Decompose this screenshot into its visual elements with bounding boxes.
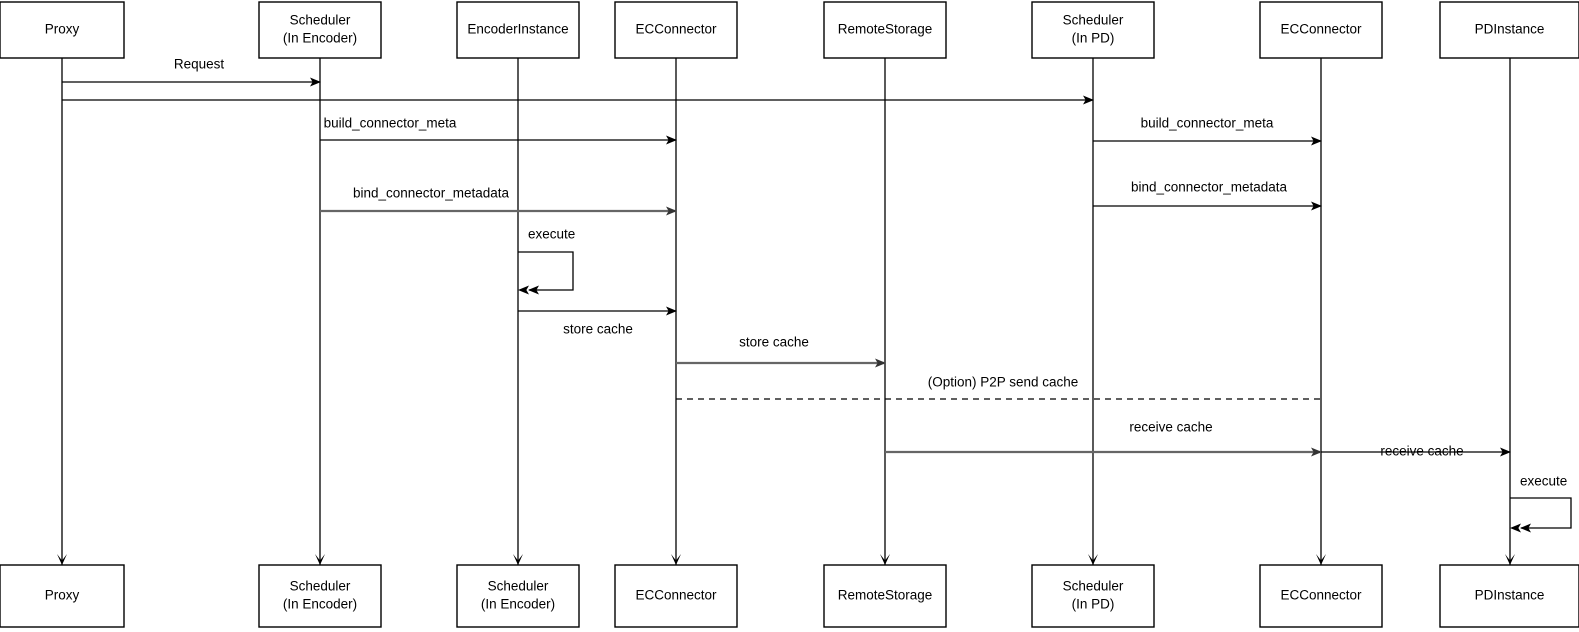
participant-box-bottom-ecconnector_enc[interactable] xyxy=(614,564,738,628)
lifeline-arrowhead-ecconnector_enc xyxy=(671,554,681,565)
message-label-m7: store cache xyxy=(563,322,633,337)
participant-label-top-ecconnector_pd: ECConnector xyxy=(1280,22,1362,37)
participant-box-top-encoder_instance[interactable] xyxy=(456,1,580,59)
participant-box-bottom-scheduler_enc[interactable] xyxy=(258,564,382,628)
participant-box-bottom-ecconnector_pd[interactable] xyxy=(1259,564,1383,628)
self-message-label-s2: execute xyxy=(1520,474,1567,489)
participant-label-bottom-scheduler_pd-line2: (In PD) xyxy=(1072,597,1115,612)
participant-label-top-encoder_instance: EncoderInstance xyxy=(467,22,568,37)
lifeline-arrowhead-pd_instance xyxy=(1505,554,1515,565)
participant-label-bottom-remote_storage: RemoteStorage xyxy=(838,588,933,603)
self-message-arrowhead-s1 xyxy=(518,285,529,295)
participant-label-bottom-ecconnector_enc: ECConnector xyxy=(635,588,717,603)
message-label-m3: build_connector_meta xyxy=(324,116,457,131)
participant-box-top-scheduler_enc[interactable] xyxy=(258,1,382,59)
message-label-m9: (Option) P2P send cache xyxy=(928,375,1079,390)
participant-label-top-scheduler_enc-line2: (In Encoder) xyxy=(283,31,357,46)
message-label-m6: bind_connector_metadata xyxy=(1131,180,1288,195)
message-label-m5: bind_connector_metadata xyxy=(353,186,510,201)
participant-label-bottom-scheduler_pd-line1: Scheduler xyxy=(1063,579,1124,594)
participant-label-top-pd_instance: PDInstance xyxy=(1475,22,1545,37)
message-label-m11: receive cache xyxy=(1380,444,1463,459)
lifeline-arrowhead-remote_storage xyxy=(880,554,890,565)
message-label-m1: Request xyxy=(174,57,225,72)
participant-label-bottom-scheduler_enc-line1: Scheduler xyxy=(290,579,351,594)
participant-box-top-remote_storage[interactable] xyxy=(823,1,947,59)
self-message-label-s1: execute xyxy=(528,227,575,242)
participant-label-top-proxy: Proxy xyxy=(45,22,80,37)
participant-label-top-ecconnector_enc: ECConnector xyxy=(635,22,717,37)
participant-label-bottom-proxy: Proxy xyxy=(45,588,80,603)
lifeline-arrowhead-proxy xyxy=(57,554,67,565)
messages-layer: Request build_connector_meta build_connect… xyxy=(62,57,1511,459)
participant-box-top-pd_instance[interactable] xyxy=(1439,1,1579,59)
lifelines-layer xyxy=(57,58,1515,565)
lifeline-arrowhead-scheduler_pd xyxy=(1088,554,1098,565)
participant-box-bottom-scheduler_pd[interactable] xyxy=(1031,564,1155,628)
lifeline-arrowhead-scheduler_enc xyxy=(315,554,325,565)
participant-label-bottom-pd_instance: PDInstance xyxy=(1475,588,1545,603)
participant-box-bottom-proxy[interactable] xyxy=(0,564,125,628)
participant-label-bottom-encoder_instance-line1: Scheduler xyxy=(488,579,549,594)
self-message-arrowhead-s2 xyxy=(1510,523,1521,533)
self-message-loop-s2 xyxy=(1510,497,1572,533)
participant-label-bottom-encoder_instance-line2: (In Encoder) xyxy=(481,597,555,612)
lifeline-arrowhead-ecconnector_pd xyxy=(1316,554,1326,565)
participant-box-top-ecconnector_enc[interactable] xyxy=(614,1,738,59)
message-label-m8: store cache xyxy=(739,335,809,350)
participant-label-top-scheduler_enc-line1: Scheduler xyxy=(290,13,351,28)
participant-label-bottom-scheduler_enc-line2: (In Encoder) xyxy=(283,597,357,612)
participant-box-top-scheduler_pd[interactable] xyxy=(1031,1,1155,59)
participant-box-bottom-pd_instance[interactable] xyxy=(1439,564,1579,628)
participant-label-top-scheduler_pd-line1: Scheduler xyxy=(1063,13,1124,28)
participant-label-bottom-ecconnector_pd: ECConnector xyxy=(1280,588,1362,603)
participant-box-top-ecconnector_pd[interactable] xyxy=(1259,1,1383,59)
message-label-m4: build_connector_meta xyxy=(1141,116,1274,131)
participant-label-top-scheduler_pd-line2: (In PD) xyxy=(1072,31,1115,46)
message-label-m10: receive cache xyxy=(1129,420,1212,435)
participant-label-top-remote_storage: RemoteStorage xyxy=(838,22,933,37)
participant-box-bottom-encoder_instance[interactable] xyxy=(456,564,580,628)
self-messages-layer: execute execute xyxy=(518,227,1572,533)
self-message-loop-s1 xyxy=(518,251,574,295)
participant-box-top-proxy[interactable] xyxy=(0,1,125,59)
lifeline-arrowhead-encoder_instance xyxy=(513,554,523,565)
participant-box-bottom-remote_storage[interactable] xyxy=(823,564,947,628)
